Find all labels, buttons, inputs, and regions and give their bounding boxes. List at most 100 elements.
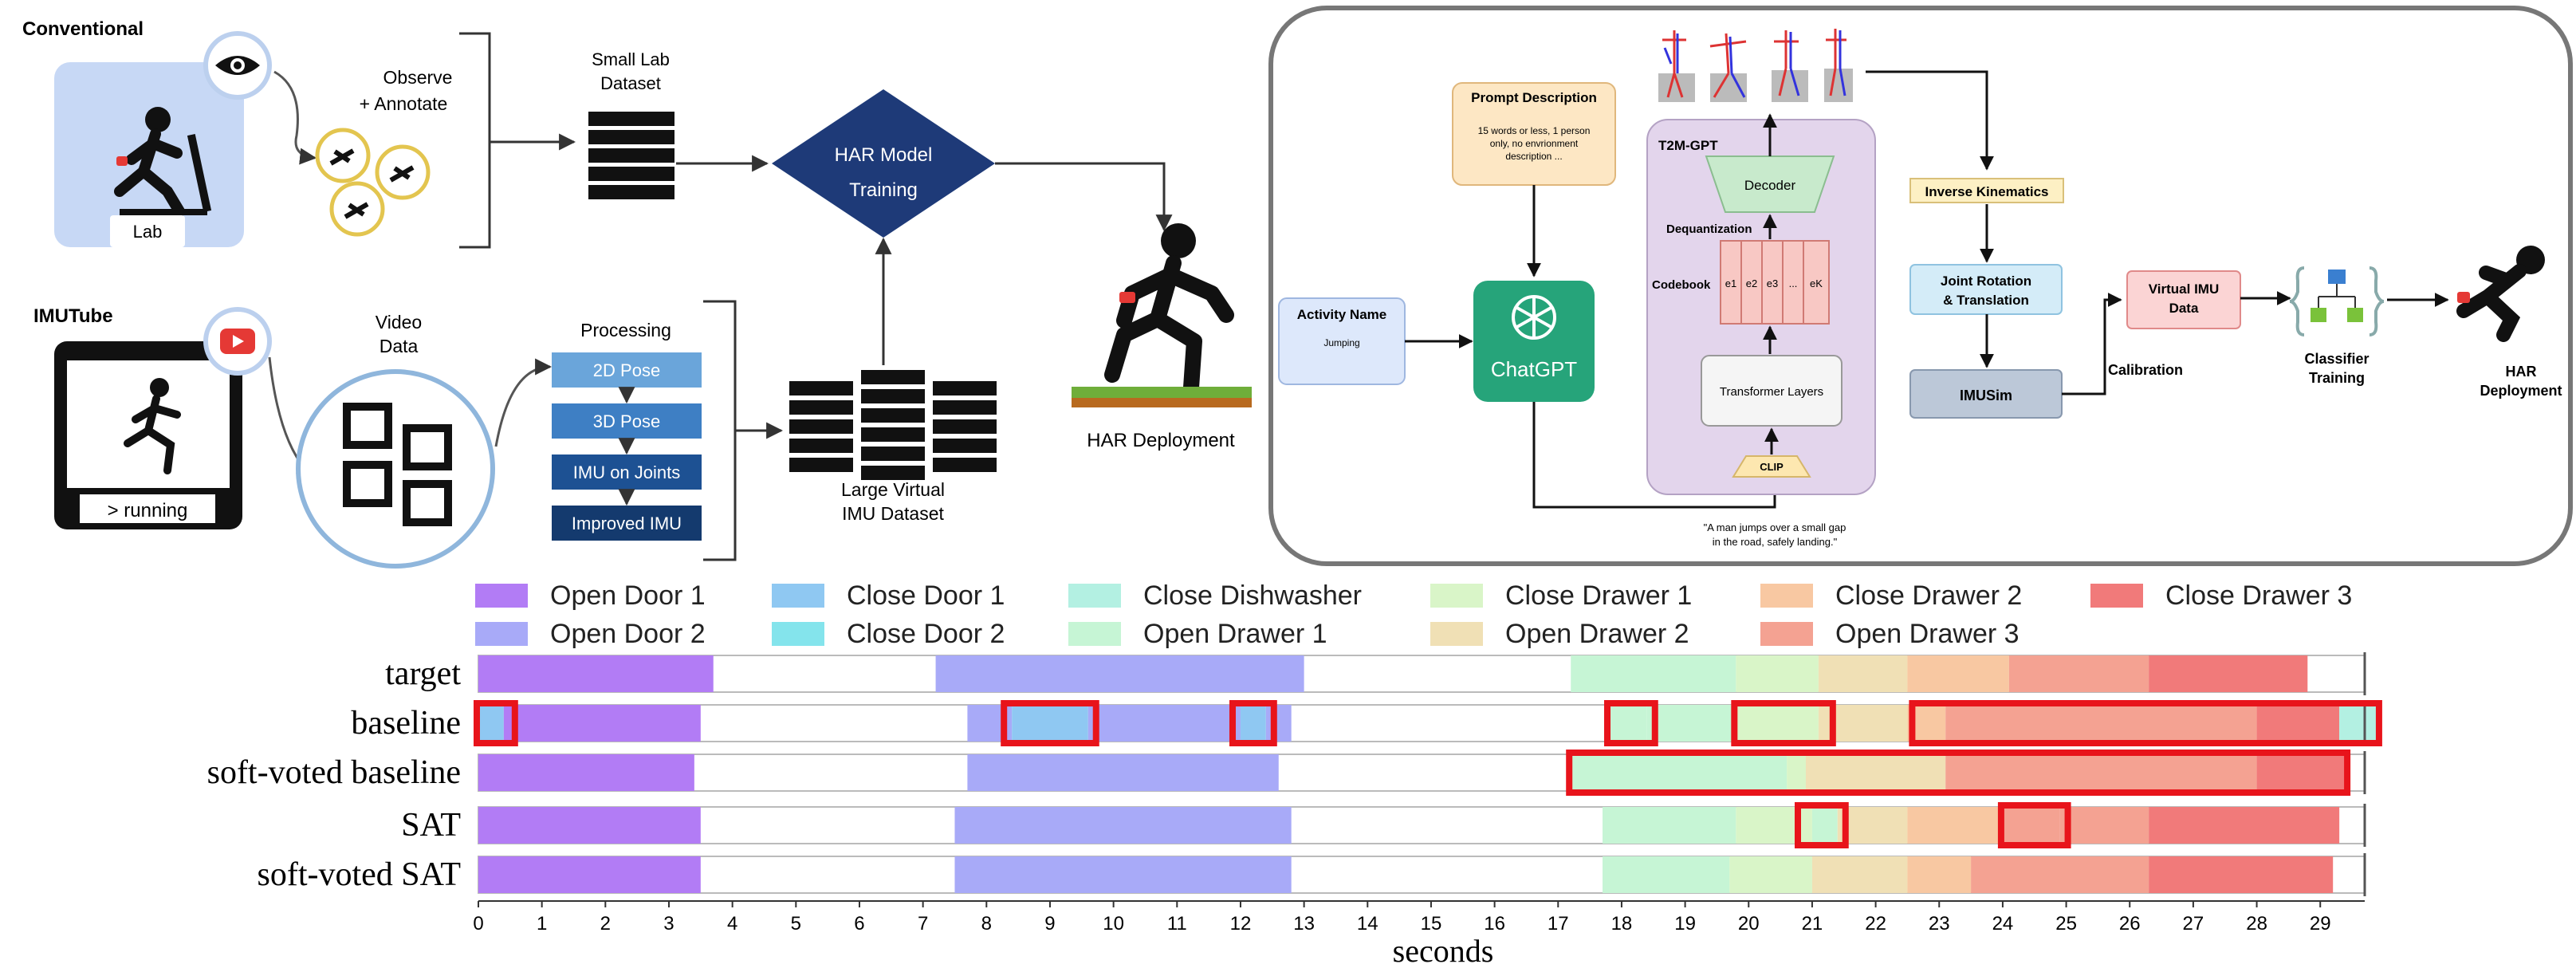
timeline-segment [1907, 856, 1972, 893]
calibration-label: Calibration [2108, 362, 2183, 378]
step-imu-joints-label: IMU on Joints [573, 462, 681, 482]
ground-grass [1072, 387, 1252, 398]
activity-name-title: Activity Name [1297, 307, 1386, 322]
x-tick-label: 6 [854, 913, 864, 935]
x-tick-label: 13 [1293, 913, 1315, 935]
timeline-segment [2149, 655, 2308, 692]
prompt-description-title: Prompt Description [1471, 90, 1597, 105]
step-improved-imu-label: Improved IMU [572, 514, 682, 533]
codebook-label: Codebook [1652, 278, 1711, 292]
x-tick-label: 19 [1674, 913, 1696, 935]
running-caption: > running [108, 500, 188, 521]
decoder-label: Decoder [1744, 178, 1796, 193]
legend-label: Close Drawer 2 [1835, 580, 2022, 611]
video-data-circle [296, 369, 495, 569]
timeline-segment [1012, 705, 1088, 742]
timeline-segment [2002, 807, 2060, 844]
x-tick-label: 16 [1484, 913, 1505, 935]
x-tick-label: 22 [1865, 913, 1886, 935]
bracket-top [459, 32, 491, 249]
x-tick-label: 7 [918, 913, 928, 935]
legend-swatch [1068, 584, 1121, 608]
step-3d-pose [552, 403, 702, 439]
step-imu-joints [552, 454, 702, 490]
running-person-icon [1104, 223, 1234, 395]
timeline-segment [2008, 655, 2149, 692]
large-dataset-label-1: Large Virtual [841, 479, 945, 500]
codebook-cell-3: e3 [1767, 277, 1778, 289]
har-deployment-label: HAR Deployment [1087, 430, 1235, 451]
arrow-data-to-processing [494, 358, 553, 447]
har-training-label-1: HAR Model [835, 144, 933, 166]
timeline-segment [2149, 856, 2334, 893]
openai-icon [1512, 295, 1556, 340]
x-tick-label: 20 [1738, 913, 1760, 935]
x-tick-label: 12 [1230, 913, 1252, 935]
virtual-imu-label-1: Virtual IMU [2149, 281, 2219, 297]
small-lab-label-2: Dataset [600, 73, 661, 93]
small-lab-label-1: Small Lab [592, 49, 670, 69]
legend-label: Open Drawer 3 [1835, 619, 2020, 649]
row-label: baseline [351, 705, 461, 742]
timeline-segment [1945, 754, 2257, 791]
timeline-segment [967, 754, 1279, 791]
x-tick-label: 2 [600, 913, 611, 935]
row-label: soft-voted SAT [258, 856, 462, 893]
eye-icon [215, 56, 260, 75]
timeline-segment [1787, 754, 1806, 791]
timeline-segment [2149, 807, 2340, 844]
error-highlight-box [1604, 700, 1658, 746]
timeline-segment [935, 655, 1304, 692]
x-tick-label: 27 [2183, 913, 2204, 935]
x-tick-label: 28 [2246, 913, 2267, 935]
inverse-kinematics-label: Inverse Kinematics [1925, 184, 2049, 199]
error-highlight-box [1229, 700, 1277, 746]
timeline-segment [1571, 655, 1736, 692]
transformer-layers-box [1701, 355, 1843, 427]
conventional-label: Conventional [22, 18, 144, 40]
x-axis-label: seconds [1393, 933, 1494, 968]
timeline-segment [1087, 705, 1241, 742]
har-deployment-label-right-2: Deployment [2480, 383, 2562, 399]
clip-shape [1732, 455, 1811, 478]
lab-label: Lab [133, 222, 163, 242]
large-dataset-icon [789, 370, 997, 480]
observe-label: Observe [383, 67, 453, 88]
video-data-label-1: Video [376, 312, 422, 333]
legend-swatch [475, 584, 528, 608]
motion-skeleton-icons [1658, 29, 1853, 102]
annotator-icons [315, 128, 431, 237]
lab-tag [110, 215, 185, 247]
x-tick-label: 9 [1044, 913, 1055, 935]
legend-label: Open Door 1 [550, 580, 706, 611]
legend-label: Close Dishwasher [1143, 580, 1362, 611]
prompt-description-line-1: 15 words or less, 1 person [1478, 125, 1591, 136]
arrow-training-to-deploy [995, 162, 1173, 232]
right-pipeline: Prompt Description 15 words or less, 1 p… [1268, 6, 2573, 566]
legend-swatch [475, 622, 528, 646]
clip-label: CLIP [1760, 461, 1784, 473]
step-improved-imu [552, 506, 702, 541]
timeline-segment [954, 807, 1292, 844]
x-tick-label: 10 [1103, 913, 1124, 935]
timeline-segment [1571, 754, 1787, 791]
step-2d-pose-label: 2D Pose [593, 360, 660, 380]
error-highlight-box [1001, 700, 1099, 746]
legend-swatch [1760, 622, 1813, 646]
legend-label: Open Drawer 1 [1143, 619, 1327, 649]
left-pipeline: Conventional Lab Observe + Ann [22, 18, 1252, 569]
legend-label: Open Drawer 2 [1505, 619, 1689, 649]
legend-label: Close Drawer 1 [1505, 580, 1692, 611]
x-tick-label: 4 [727, 913, 737, 935]
x-tick-label: 26 [2119, 913, 2141, 935]
joint-rotation-label-1: Joint Rotation [1941, 273, 2031, 289]
x-tick-label: 18 [1611, 913, 1633, 935]
row-label: SAT [401, 807, 461, 844]
chatgpt-box [1473, 281, 1595, 402]
codebook-cell-1: e1 [1725, 277, 1736, 289]
x-tick-label: 15 [1421, 913, 1442, 935]
imusim-label: IMUSim [1960, 388, 2012, 403]
x-tick-label: 25 [2055, 913, 2077, 935]
legend-swatch [1430, 584, 1483, 608]
